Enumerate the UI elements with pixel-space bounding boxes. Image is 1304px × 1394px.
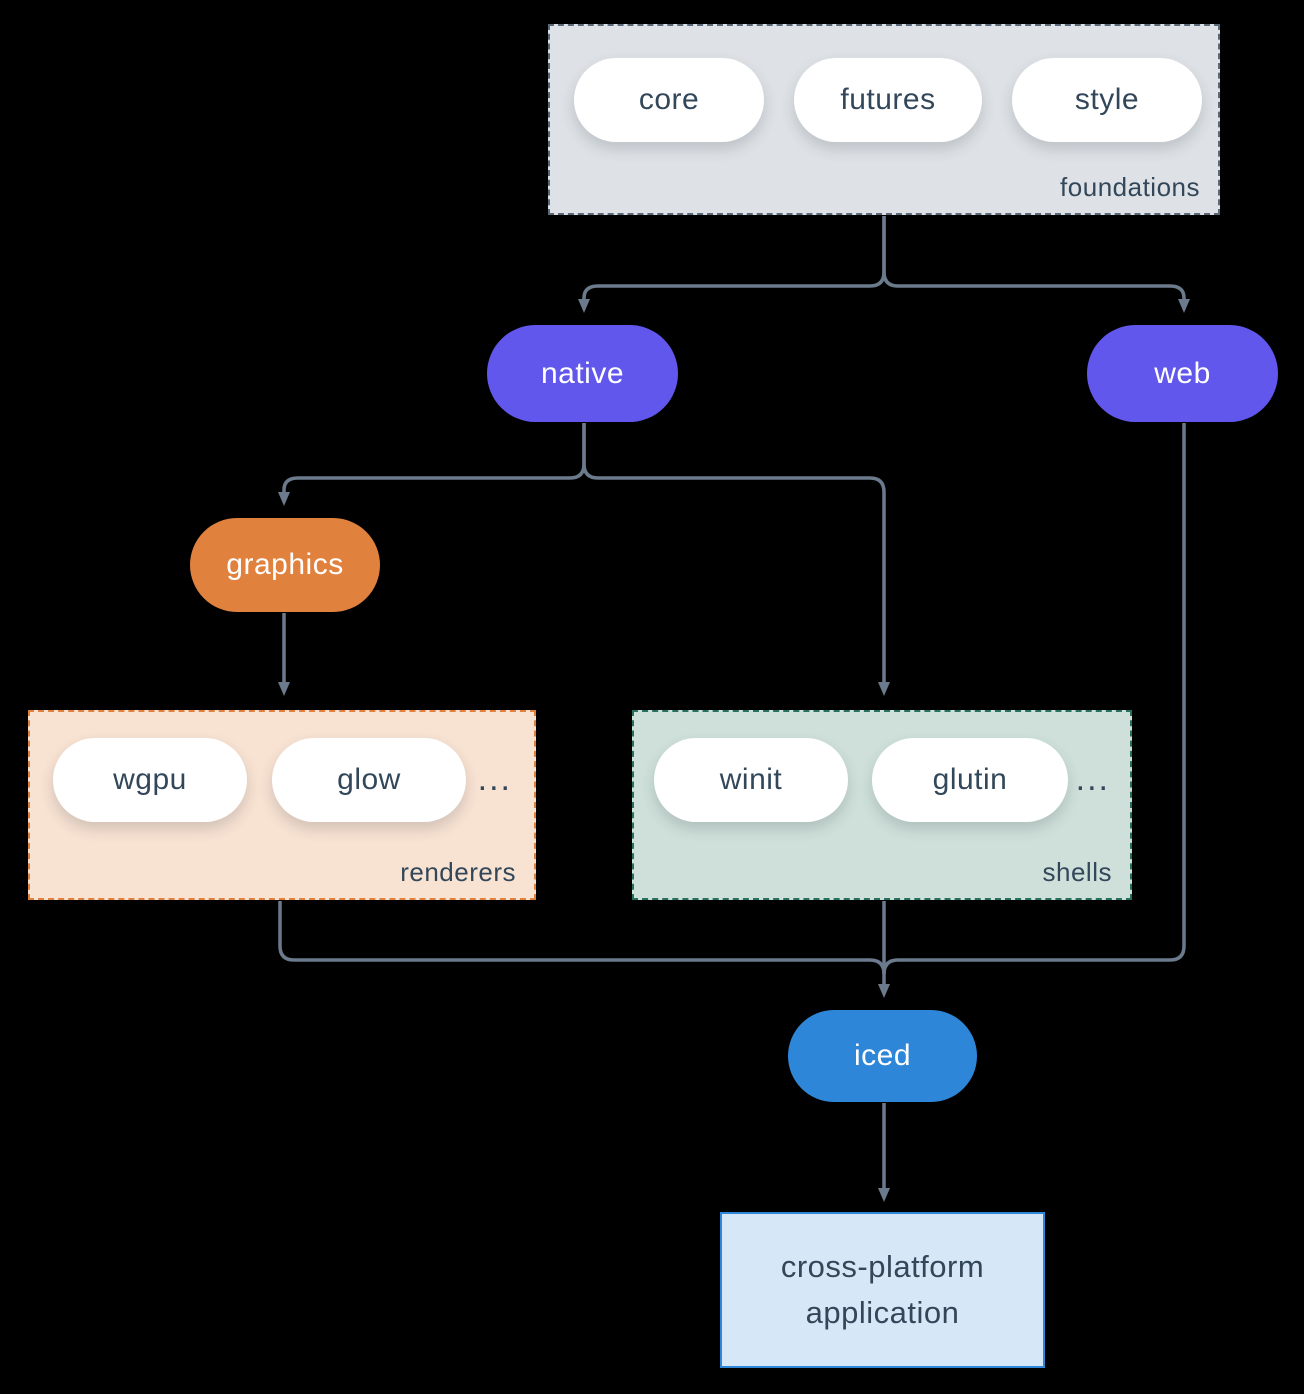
pill-glutin: glutin — [872, 738, 1068, 822]
pill-winit: winit — [654, 738, 848, 822]
pill-glow: glow — [272, 738, 466, 822]
shells-group: winit glutin ... shells — [632, 710, 1132, 900]
foundations-label: foundations — [1060, 172, 1200, 202]
node-iced: iced — [788, 1010, 977, 1102]
foundations-group: core futures style foundations — [548, 24, 1220, 215]
pill-futures: futures — [794, 58, 982, 142]
application-label-line1: cross-platform — [780, 1248, 985, 1284]
node-web: web — [1087, 325, 1278, 422]
edge-renderers-iced — [278, 901, 886, 975]
pill-style: style — [1012, 58, 1202, 142]
pill-core: core — [574, 58, 764, 142]
edge-foundations-native — [578, 216, 886, 313]
renderers-group: wgpu glow ... renderers — [28, 710, 536, 900]
edge-native-graphics — [278, 423, 586, 506]
shells-label: shells — [1042, 857, 1112, 887]
pill-wgpu: wgpu — [53, 738, 247, 822]
renderers-ellipsis: ... — [477, 760, 512, 798]
node-native: native — [487, 325, 678, 422]
renderers-label: renderers — [400, 857, 516, 887]
shells-ellipsis: ... — [1075, 760, 1110, 798]
node-graphics: graphics — [190, 518, 380, 612]
edge-native-shells — [582, 423, 890, 696]
application-box: cross-platform application — [720, 1212, 1045, 1368]
edge-foundations-web — [882, 216, 1190, 313]
application-label-line2: application — [805, 1295, 960, 1330]
